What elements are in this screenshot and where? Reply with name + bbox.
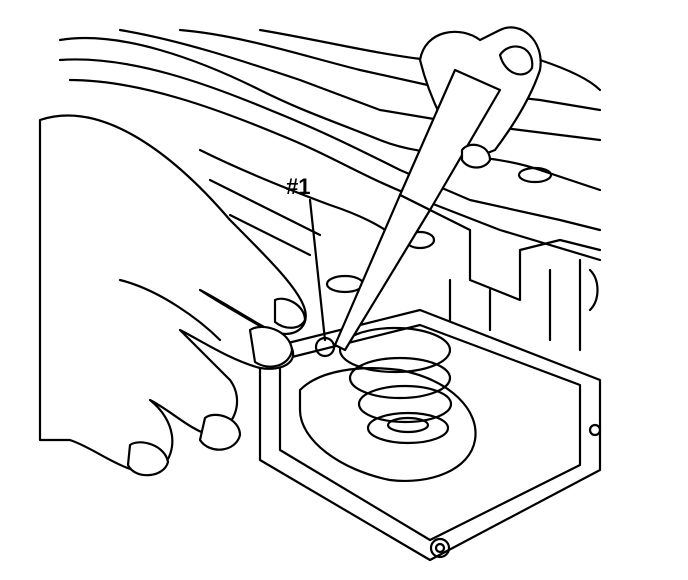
spring	[338, 326, 453, 445]
callout-label: #1	[286, 174, 311, 199]
valve-body-channels	[58, 28, 602, 352]
fingernail	[248, 325, 294, 368]
left-hand	[38, 114, 307, 477]
screwdriver	[333, 68, 502, 352]
valve-body-cover-plate	[258, 308, 602, 562]
callout-leader-line	[308, 198, 327, 342]
